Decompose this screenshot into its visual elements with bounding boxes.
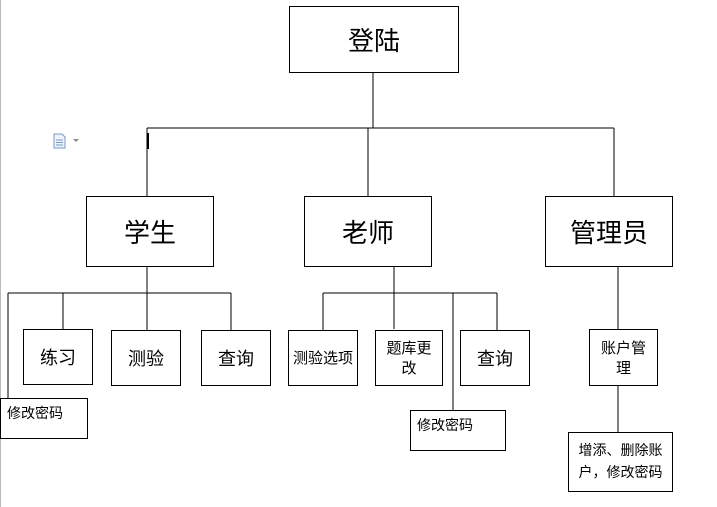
node-teacher-label: 老师	[341, 219, 394, 249]
node-student-change-password-label: 修改密码	[7, 406, 63, 422]
node-student-query-label: 查询	[218, 349, 254, 370]
node-student-practice: 练习	[23, 329, 93, 385]
node-teacher-change-password: 修改密码	[410, 410, 506, 451]
node-admin-account-management: 账户管理	[589, 329, 658, 386]
node-login-label: 登陆	[347, 27, 400, 57]
node-admin: 管理员	[545, 196, 673, 267]
node-teacher: 老师	[304, 196, 432, 267]
node-student-practice-label: 练习	[40, 348, 76, 369]
node-student-label: 学生	[123, 219, 176, 249]
node-login: 登陆	[289, 6, 459, 73]
node-teacher-bank-edit-label: 题库更改	[386, 339, 432, 377]
node-teacher-query: 查询	[460, 330, 530, 386]
node-teacher-quiz-options: 测验选项	[288, 330, 358, 386]
node-teacher-query-label: 查询	[477, 349, 513, 370]
node-teacher-bank-edit: 题库更改	[375, 330, 443, 386]
node-admin-account-ops: 增添、删除账户，修改密码	[568, 432, 673, 492]
node-admin-account-management-label: 账户管理	[600, 338, 646, 377]
node-student: 学生	[86, 196, 214, 267]
node-admin-label: 管理员	[569, 219, 648, 249]
node-student-quiz-label: 测验	[128, 349, 164, 370]
node-teacher-change-password-label: 修改密码	[417, 418, 473, 434]
node-student-query: 查询	[201, 330, 271, 386]
node-student-quiz: 测验	[111, 330, 181, 386]
document-icon[interactable]	[53, 133, 81, 149]
node-student-change-password: 修改密码	[0, 398, 88, 439]
page-edge-rule	[0, 0, 1, 507]
node-teacher-quiz-options-label: 测验选项	[293, 349, 354, 367]
node-admin-account-ops-label: 增添、删除账户，修改密码	[578, 443, 663, 481]
